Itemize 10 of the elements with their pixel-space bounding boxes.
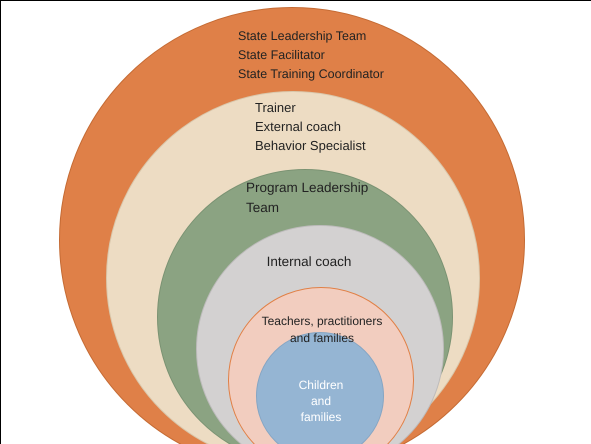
circle-label: Trainer (255, 99, 297, 117)
circle-label: State Leadership Team (238, 28, 368, 45)
circle-label: Teachers, practitioners and families (260, 313, 384, 347)
circle-label: Behavior Specialist (255, 137, 367, 155)
circle-label: Program Leadership Team (246, 179, 370, 217)
circle-label: State Training Coordinator (238, 66, 385, 83)
circle-label: External coach (255, 118, 342, 136)
circle-label: Internal coach (266, 253, 352, 271)
circle-label: State Facilitator (238, 47, 326, 64)
circle-label: Children and families (298, 377, 344, 425)
